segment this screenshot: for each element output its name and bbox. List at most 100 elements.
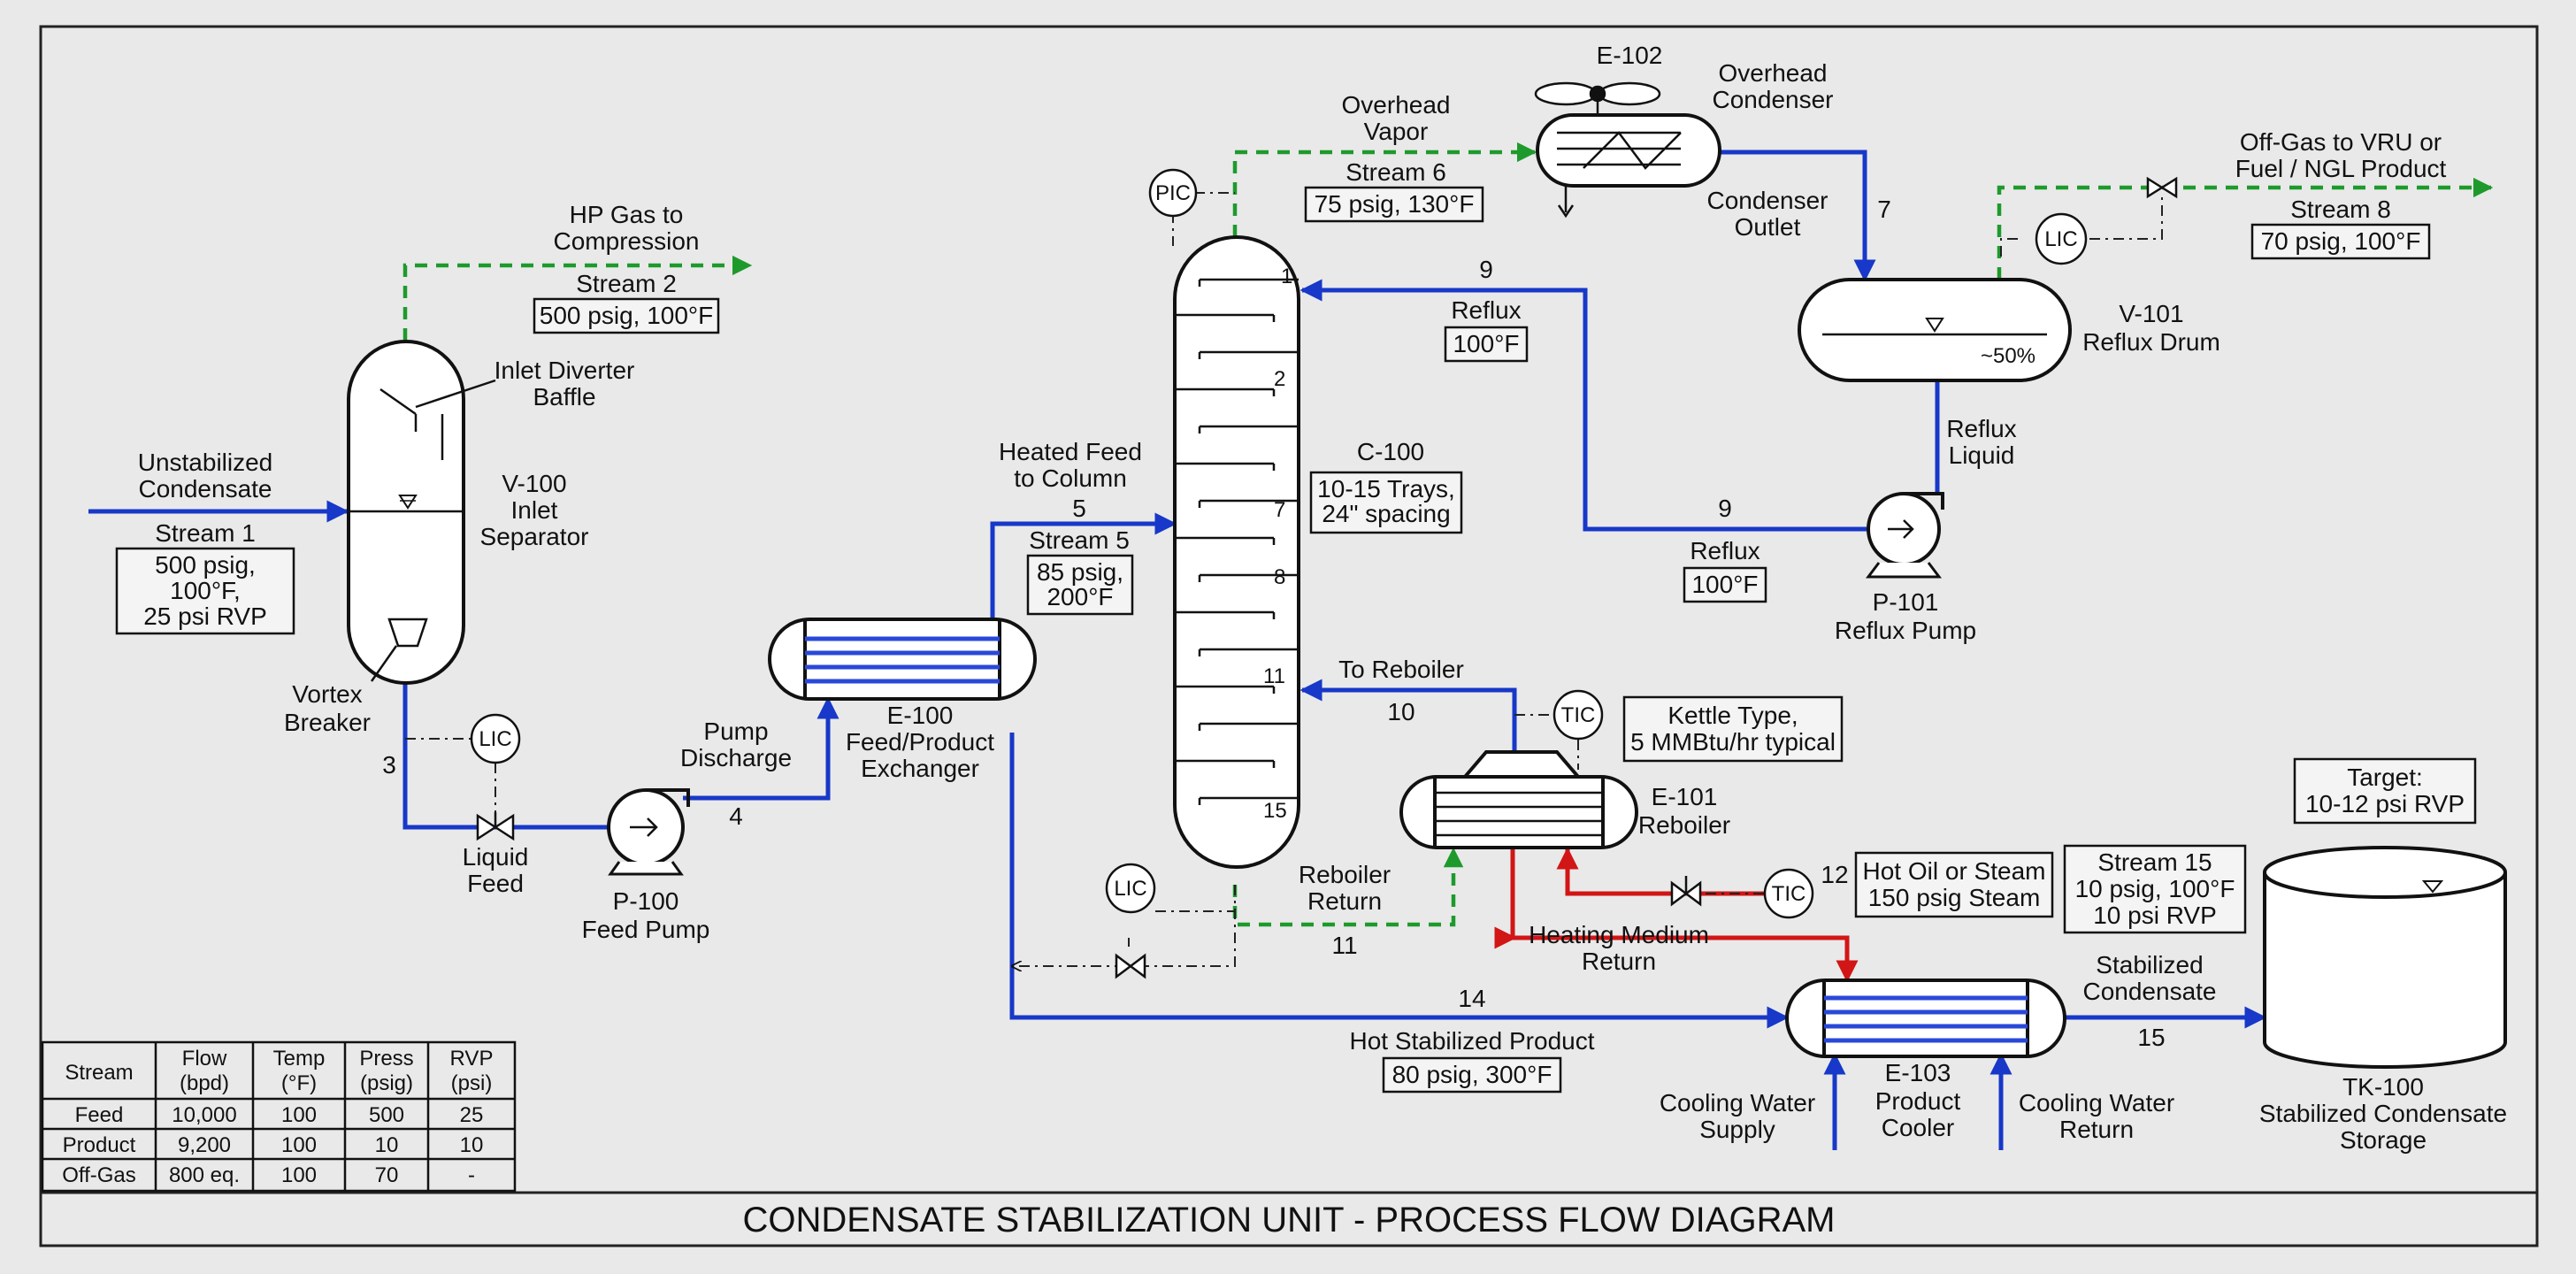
- stream-1-box-l2: 100°F,: [170, 577, 241, 604]
- stream-1-box: [115, 547, 295, 635]
- stream-15-box: [2063, 844, 2247, 934]
- stream-10-number: 10: [1387, 698, 1414, 725]
- e103-name-1: Product: [1875, 1087, 1961, 1115]
- reflux-mid-box-text: 100°F: [1691, 571, 1758, 598]
- reflux-mid-label: Reflux: [1690, 537, 1760, 564]
- v100-level-symbol: [398, 495, 418, 510]
- heating-box-l2: 150 psig Steam: [1868, 884, 2041, 911]
- stabilized-condensate-label-1: Stabilized: [2096, 951, 2203, 979]
- stream-11-number: 11: [1331, 932, 1357, 959]
- drawing-border: [39, 25, 2539, 1247]
- v100-name-2: Separator: [480, 523, 589, 550]
- reflux-mid-box: [1683, 566, 1767, 603]
- vortex-label-2: Breaker: [284, 709, 371, 736]
- heating-return-label-1: Heating Medium: [1529, 921, 1709, 948]
- stream-3-number: 3: [382, 751, 396, 779]
- reboiler-return-label-1: Reboiler: [1299, 861, 1391, 888]
- v101-lic-bubble[interactable]: [2035, 212, 2088, 265]
- c100-spec-l2: 24" spacing: [1322, 500, 1450, 527]
- table-header-temp: Temp: [273, 1047, 326, 1071]
- baffle-label-1: Inlet Diverter: [494, 357, 635, 384]
- heated-feed-label-1: Heated Feed: [999, 438, 1142, 465]
- overhead-label-2: Vapor: [1364, 118, 1429, 145]
- e101-tubes: [1435, 791, 1603, 837]
- e102-drain-arrow: [1557, 204, 1575, 219]
- table-cell: 25: [460, 1103, 484, 1127]
- feed-label-1: Unstabilized: [138, 449, 273, 476]
- p101-tag: P-101: [1873, 588, 1939, 616]
- c100-bottoms-line: [1012, 885, 1236, 966]
- offgas-label-1: Off-Gas to VRU or: [2240, 128, 2442, 156]
- pic-bubble[interactable]: [1148, 168, 1198, 218]
- c100-spec-box: [1309, 471, 1463, 534]
- offgas-valve[interactable]: [2146, 176, 2178, 199]
- v101-lic-signal: [2000, 238, 2020, 257]
- heating-supply-line: [1556, 847, 1769, 896]
- stream-4-line: [683, 696, 840, 801]
- stream-2-box: [533, 297, 720, 334]
- hot-product-box: [1382, 1056, 1562, 1094]
- v100-lic-label: LIC: [479, 727, 511, 751]
- stream-7-number: 7: [1877, 196, 1891, 223]
- reflux-liquid-label-1: Reflux: [1946, 415, 2016, 442]
- p101-arrow-icon: [1888, 519, 1914, 539]
- reflux-top-box-text: 100°F: [1453, 330, 1519, 357]
- table-cell: 10: [460, 1133, 484, 1157]
- vortex-breaker-icon: [387, 618, 428, 648]
- tk100-tag: TK-100: [2342, 1073, 2424, 1101]
- c100-lic-bubble[interactable]: [1105, 863, 1156, 914]
- p100-base: [608, 861, 684, 876]
- stream-2-line: [402, 255, 753, 341]
- table-header-rvp: RVP: [450, 1047, 494, 1071]
- p101-discharge-nozzle: [1904, 492, 1944, 510]
- table-cell: 9,200: [178, 1133, 231, 1157]
- stream-4-number: 4: [729, 802, 743, 830]
- cw-supply-label-1: Cooling Water: [1660, 1089, 1815, 1117]
- e101-shell: [1399, 775, 1638, 849]
- tk100-level-symbol: [2421, 880, 2444, 894]
- table-cell: Off-Gas: [62, 1163, 136, 1187]
- hp-gas-label-1: HP Gas to: [570, 201, 684, 228]
- v101-name: Reflux Drum: [2082, 328, 2220, 356]
- heating-tic-bubble[interactable]: [1763, 868, 1814, 919]
- pump-discharge-label-2: Discharge: [680, 744, 792, 771]
- table-cell: Product: [63, 1133, 136, 1157]
- e100-name-1: Feed/Product: [846, 728, 994, 756]
- vortex-leader: [370, 645, 398, 682]
- v100-lic-bubble[interactable]: [470, 713, 521, 764]
- e102-name-2: Condenser: [1713, 86, 1834, 113]
- reboiler-tic-bubble[interactable]: [1552, 689, 1604, 741]
- stream-1-box-l3: 25 psi RVP: [143, 602, 267, 630]
- tray-2-label: 2: [1274, 367, 1285, 391]
- target-l2: 10-12 psi RVP: [2305, 790, 2465, 817]
- e102-tag: E-102: [1597, 42, 1663, 69]
- table-cell: -: [468, 1163, 475, 1187]
- stream-1-label: Stream 1: [155, 519, 256, 547]
- e100-shell: [768, 618, 1037, 701]
- p100-name: Feed Pump: [582, 916, 710, 943]
- reflux-liquid-label-2: Liquid: [1949, 441, 2015, 469]
- v101-level-symbol: [1925, 318, 1944, 333]
- reboiler-return-label-2: Return: [1307, 887, 1382, 915]
- hp-gas-label-2: Compression: [554, 227, 700, 255]
- pump-discharge-label-1: Pump: [703, 718, 768, 745]
- heating-tic-label: TIC: [1772, 882, 1806, 906]
- table-cell: Feed: [75, 1103, 124, 1127]
- stream-14-number: 14: [1458, 985, 1485, 1012]
- bottoms-valve[interactable]: [1115, 953, 1146, 979]
- stream-8-line: [1997, 177, 2494, 280]
- c100-column: [1173, 235, 1300, 869]
- e103-tag: E-103: [1885, 1059, 1951, 1086]
- e100-name-2: Exchanger: [861, 755, 979, 782]
- vortex-label-1: Vortex: [292, 680, 362, 708]
- condenser-outlet-label-2: Outlet: [1735, 213, 1801, 241]
- e101-kettle-dome: [1460, 750, 1583, 779]
- reboiler-note-l1: Kettle Type,: [1668, 702, 1798, 729]
- table-cell: 70: [375, 1163, 399, 1187]
- stream-5-line: [990, 512, 1177, 630]
- reboiler-note-box: [1622, 695, 1844, 763]
- feed-label-2: Condensate: [138, 475, 272, 503]
- tray-11-label: 11: [1263, 664, 1285, 688]
- p100-discharge-nozzle: [646, 788, 690, 807]
- stream-3-line: [402, 683, 610, 830]
